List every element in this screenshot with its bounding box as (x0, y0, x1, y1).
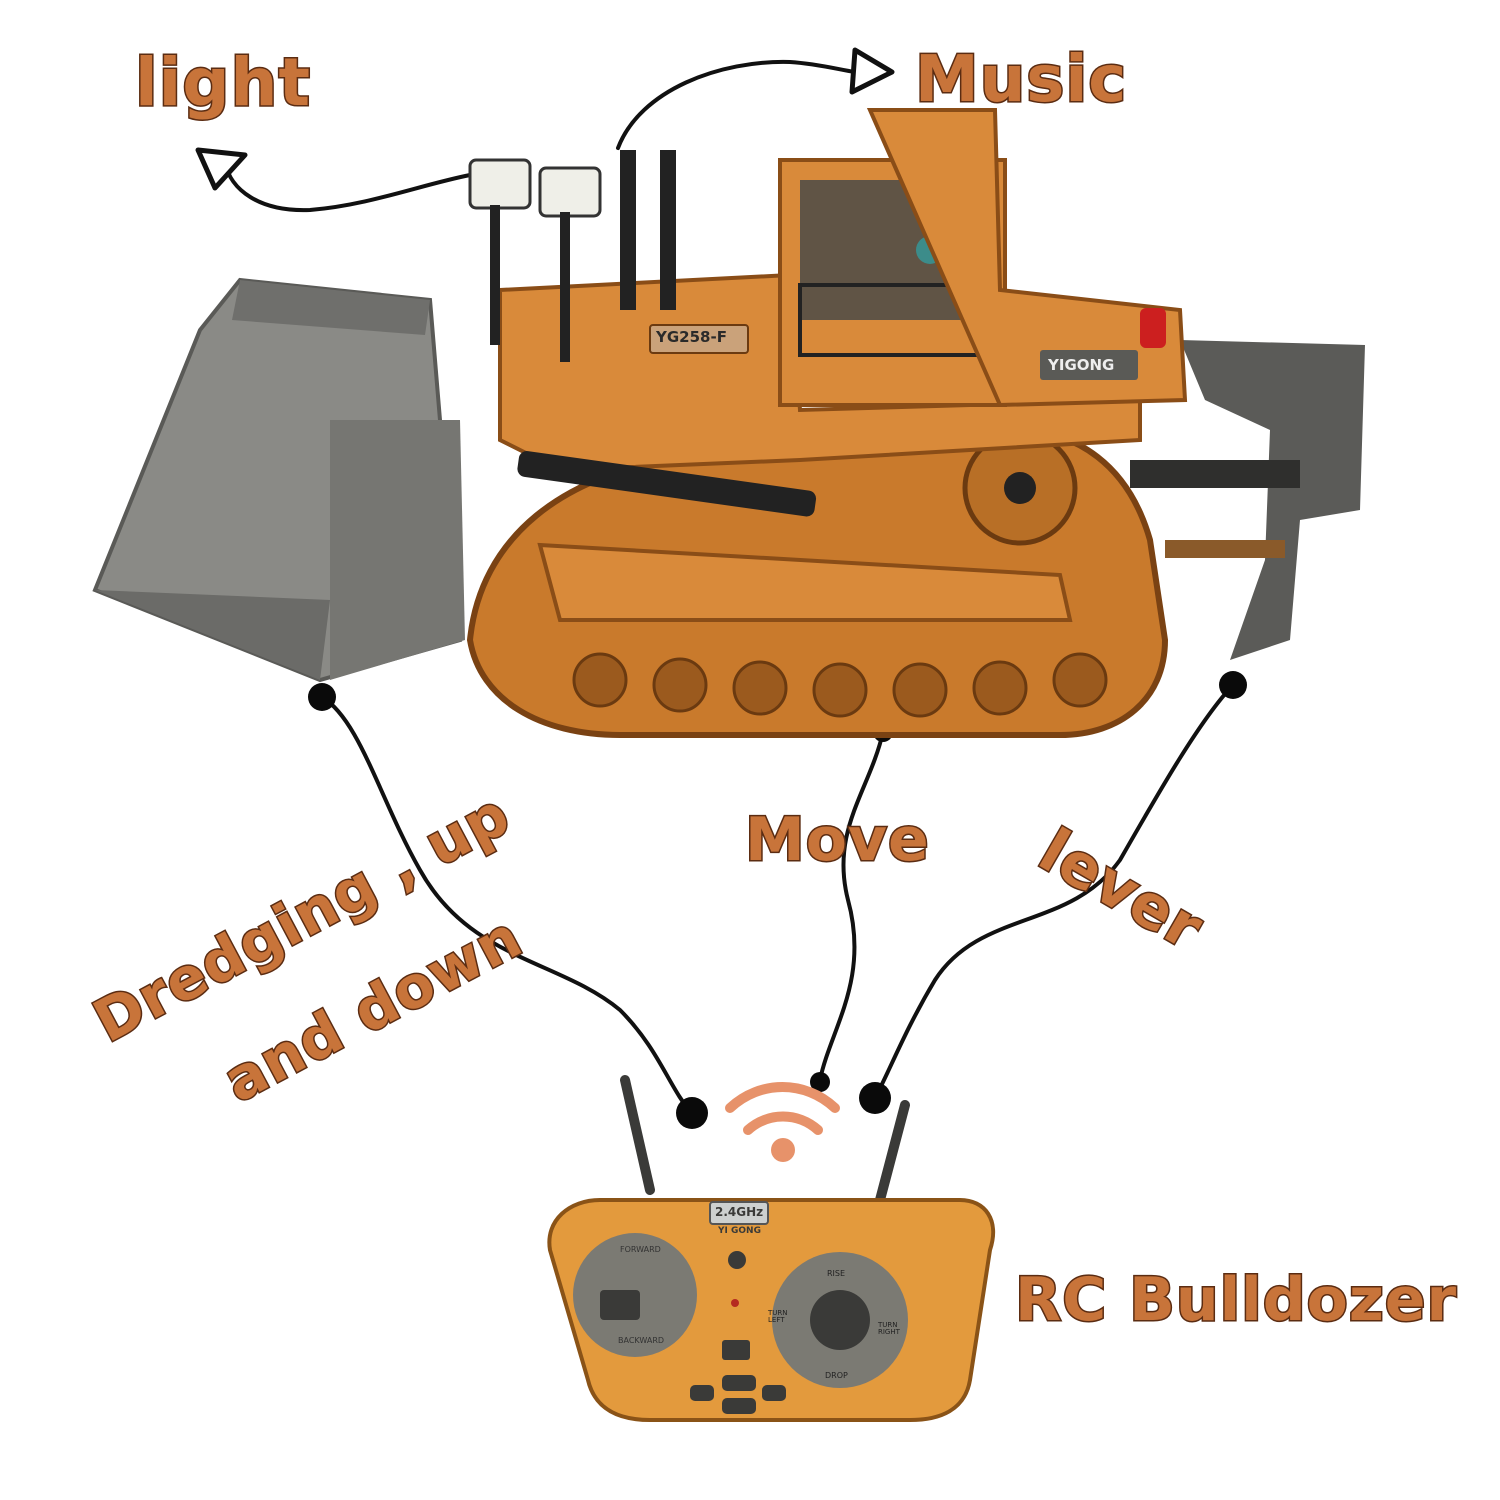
light-label: light (133, 44, 312, 121)
lever-connector (873, 683, 1235, 1100)
headlights (468, 158, 602, 362)
remote-control (547, 1075, 996, 1422)
blade-push-arm (537, 542, 1073, 622)
power-switch (722, 1340, 750, 1360)
dozer-blade (92, 277, 465, 683)
remote-frequency-text: 2.4GHz (715, 1205, 764, 1219)
remote-turn-left-text: TURN LEFT (768, 1309, 788, 1324)
remote-forward-text: FORWARD (620, 1245, 661, 1254)
remote-drop-text: DROP (825, 1371, 848, 1380)
right-antenna (875, 1100, 910, 1205)
left-antenna (620, 1075, 655, 1195)
track-rollers (572, 652, 1108, 718)
rc-bulldozer-label: RC Bulldozer (1013, 1265, 1458, 1335)
bulldozer-brand-text: YIGONG (1048, 356, 1115, 374)
bulldozer-model-text: YG258-F (656, 328, 727, 346)
model-plate (649, 324, 749, 354)
music-label: Music (913, 43, 1128, 117)
brand-plate (1040, 350, 1138, 380)
light-arrowhead (195, 147, 248, 191)
power-indicator (731, 1299, 739, 1307)
rear-ripper (1130, 340, 1365, 660)
hydraulic-cylinder (517, 451, 817, 517)
center-button (728, 1251, 746, 1269)
remote-rise-text: RISE (827, 1269, 846, 1278)
wireless-signal-icon (725, 1082, 840, 1135)
exhaust-stacks (620, 150, 676, 310)
bulldozer-toy (92, 108, 1365, 738)
connector-lines (195, 47, 1235, 1115)
beacon-light (1140, 308, 1166, 348)
rear-housing (866, 108, 1188, 408)
light-connector (223, 160, 472, 213)
music-connector (616, 59, 857, 150)
remote-turn-right-text: TURN RIGHT (878, 1321, 900, 1336)
move-connector (818, 730, 885, 1082)
music-arrowhead (849, 47, 895, 95)
remote-backward-text: BACKWARD (618, 1336, 665, 1345)
blade-connector (320, 695, 694, 1115)
remote-brand-text: YI GONG (718, 1226, 761, 1236)
move-label: Move (744, 805, 931, 875)
bottom-buttons (690, 1375, 786, 1414)
